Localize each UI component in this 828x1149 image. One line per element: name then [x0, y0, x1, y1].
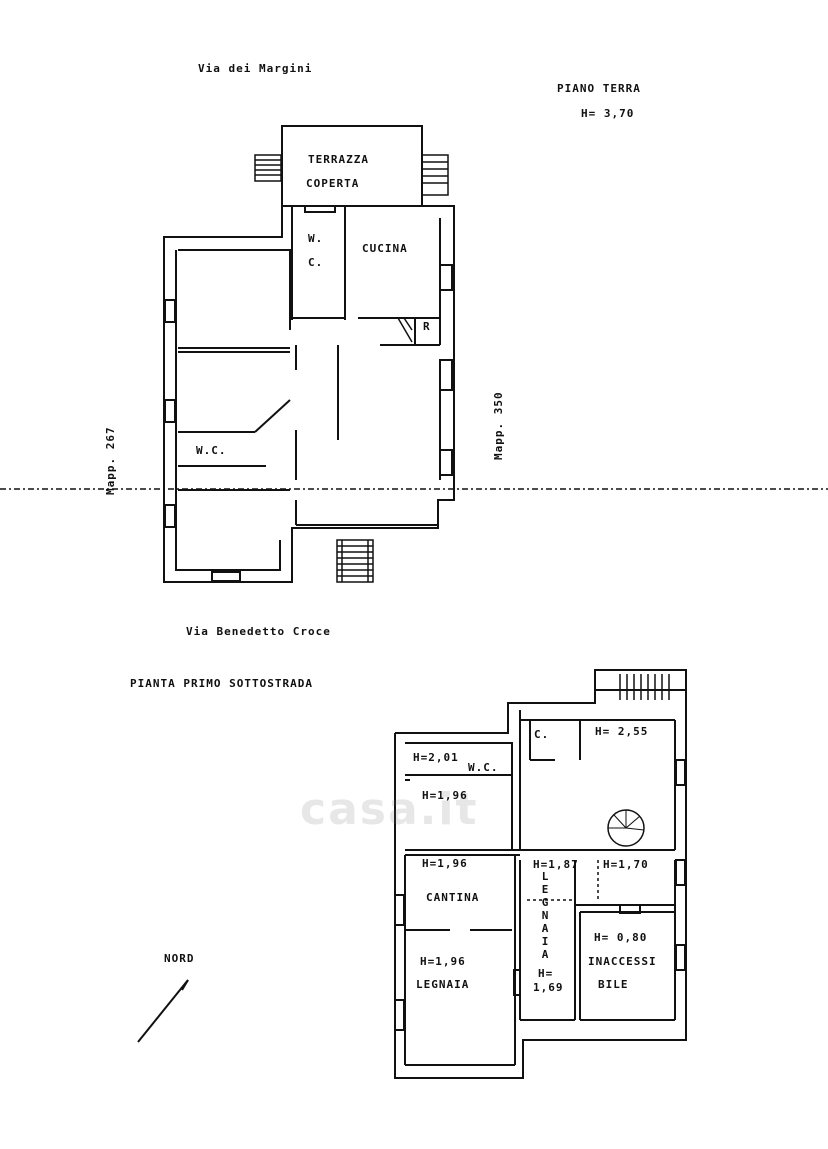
ground-floor-walls — [163, 125, 455, 583]
ground-floor-title: PIANO TERRA — [557, 82, 641, 95]
north-arrow-icon — [137, 979, 189, 1043]
street-bottom-label: Via Benedetto Croce — [186, 625, 331, 638]
c-label: C. — [534, 728, 550, 741]
h187-label: H=1,87 — [533, 858, 579, 871]
r-label: R — [423, 320, 431, 333]
north-label: NORD — [164, 952, 195, 965]
coperta-label: COPERTA — [306, 177, 360, 190]
cantina-label: CANTINA — [426, 891, 480, 904]
h196b-label: H=1,96 — [422, 857, 468, 870]
wc-left-label: W.C. — [196, 444, 227, 457]
terrazza-label: TERRAZZA — [308, 153, 369, 166]
h196a-label: H=1,96 — [422, 789, 468, 802]
mapp-left-label: Mapp. 267 — [104, 426, 117, 495]
cucina-label: CUCINA — [362, 242, 408, 255]
basement-walls — [394, 669, 687, 1079]
mapp-right-label: Mapp. 350 — [492, 391, 505, 460]
h170-label: H=1,70 — [603, 858, 649, 871]
h255-label: H= 2,55 — [595, 725, 649, 738]
h080-label: H= 0,80 — [594, 931, 648, 944]
h169-label-2: 1,69 — [533, 981, 564, 994]
watermark: casa.it — [300, 784, 479, 835]
inaccessibile-label-1: INACCESSI — [588, 955, 657, 968]
legnaia-label: LEGNAIA — [416, 978, 470, 991]
h201-label: H=2,01 — [413, 751, 459, 764]
h169-label-1: H= — [538, 967, 554, 980]
legnaia-vertical-label: LEGNAIA — [541, 870, 549, 961]
inaccessibile-label-2: BILE — [598, 978, 629, 991]
wc-basement-label: W.C. — [468, 761, 499, 774]
wc-top-label-2: C. — [308, 256, 324, 269]
basement-title: PIANTA PRIMO SOTTOSTRADA — [130, 677, 313, 690]
ground-floor-height: H= 3,70 — [581, 107, 635, 120]
street-top-label: Via dei Margini — [198, 62, 313, 75]
wc-top-label-1: W. — [308, 232, 324, 245]
h196c-label: H=1,96 — [420, 955, 466, 968]
